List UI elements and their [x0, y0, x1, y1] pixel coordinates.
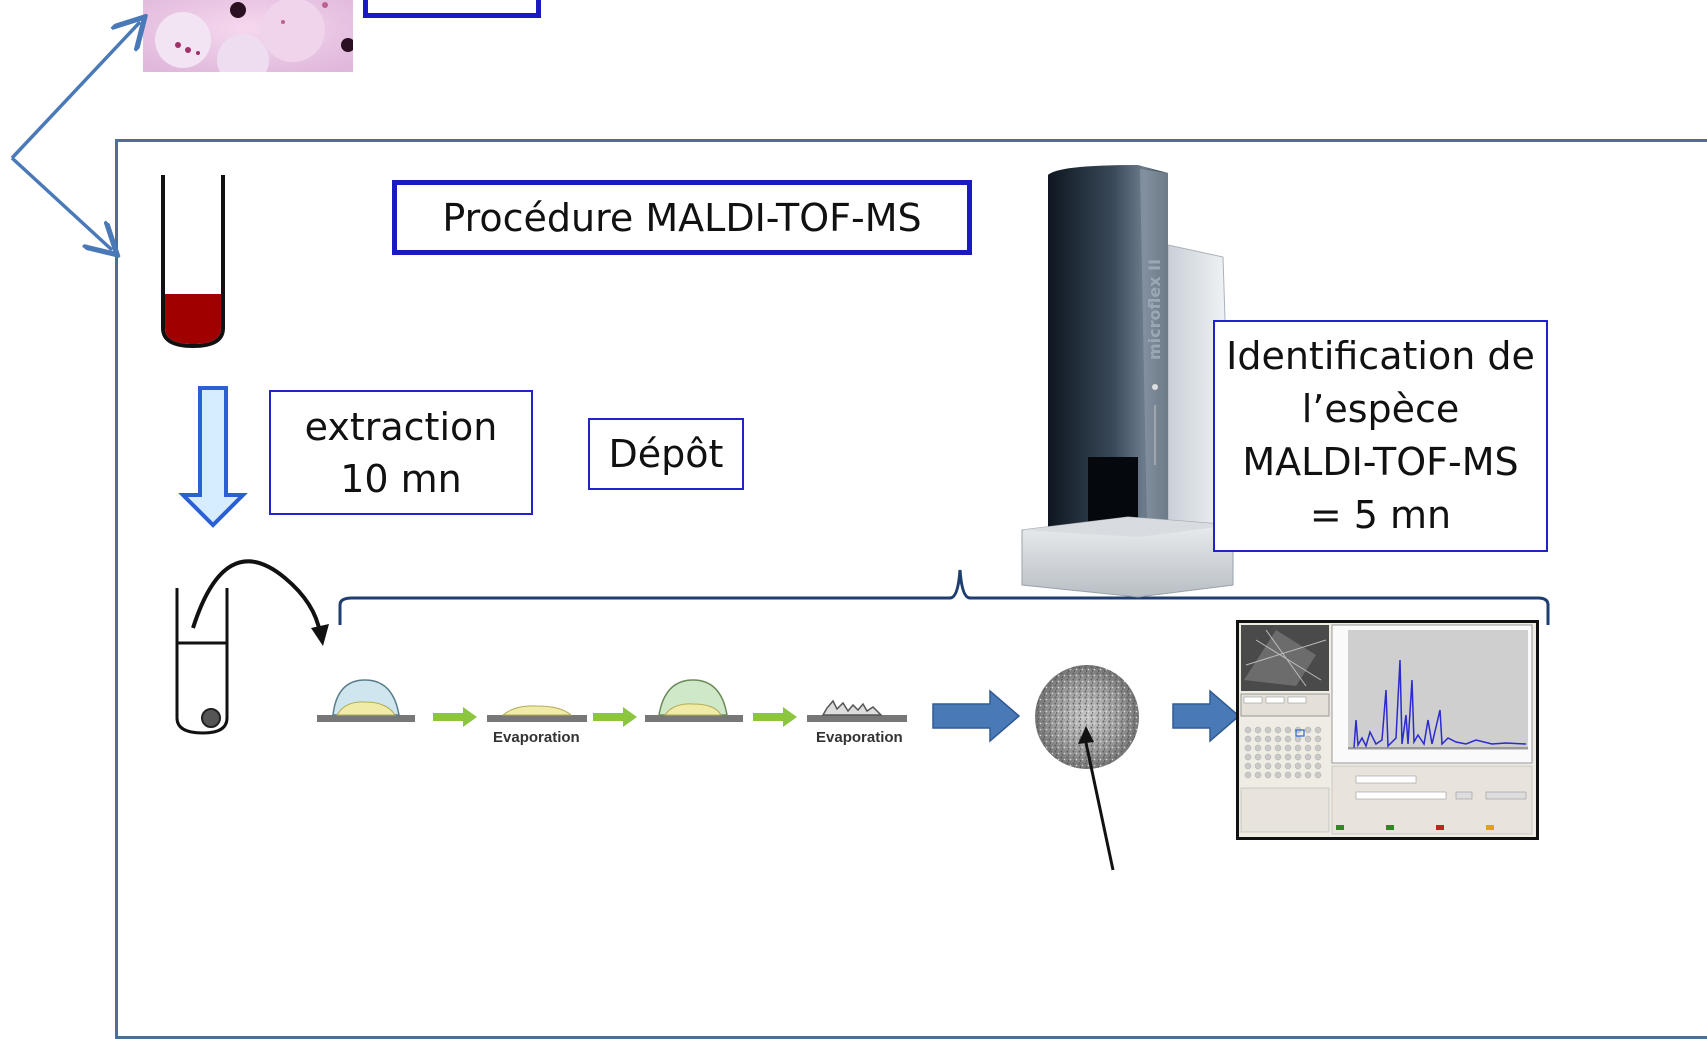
top-partial-box — [363, 0, 541, 18]
procedure-title-box: Procédure MALDI-TOF-MS — [392, 180, 972, 255]
microscope-image — [143, 0, 353, 72]
down-arrow-icon — [178, 386, 248, 528]
procedure-title: Procédure MALDI-TOF-MS — [442, 195, 922, 240]
identification-box: Identification de l’espèce MALDI-TOF-MS … — [1213, 320, 1548, 552]
instrument-brand: microflex II — [1145, 259, 1164, 360]
evaporation-label-1: Evaporation — [493, 729, 580, 746]
tube-pellet-icon — [175, 559, 329, 735]
extraction-duration: 10 mn — [340, 456, 462, 501]
mass-spectrometer-image: microflex II — [1021, 165, 1234, 598]
spectrum-software-screenshot — [1236, 620, 1539, 840]
depot-label: Dépôt — [608, 432, 724, 476]
droplet-icon — [317, 679, 415, 722]
branch-arrows — [10, 0, 160, 270]
droplet-sequence — [317, 679, 907, 727]
extraction-label: extraction — [304, 404, 498, 449]
extraction-box: extraction 10 mn — [269, 390, 533, 515]
identification-line-2: l’espèce — [1301, 387, 1460, 431]
identification-line-4: = 5 mn — [1309, 493, 1452, 537]
depot-box: Dépôt — [588, 418, 744, 490]
identification-line-1: Identification de — [1226, 334, 1535, 378]
brace-icon — [338, 569, 1550, 625]
identification-line-3: MALDI-TOF-MS — [1242, 440, 1519, 484]
tube-blood-icon — [161, 175, 225, 349]
blue-arrow-icon-2 — [1172, 689, 1241, 743]
blue-arrow-icon — [932, 689, 1021, 743]
target-spot-image — [1035, 665, 1139, 871]
evaporation-label-2: Evaporation — [816, 729, 903, 746]
